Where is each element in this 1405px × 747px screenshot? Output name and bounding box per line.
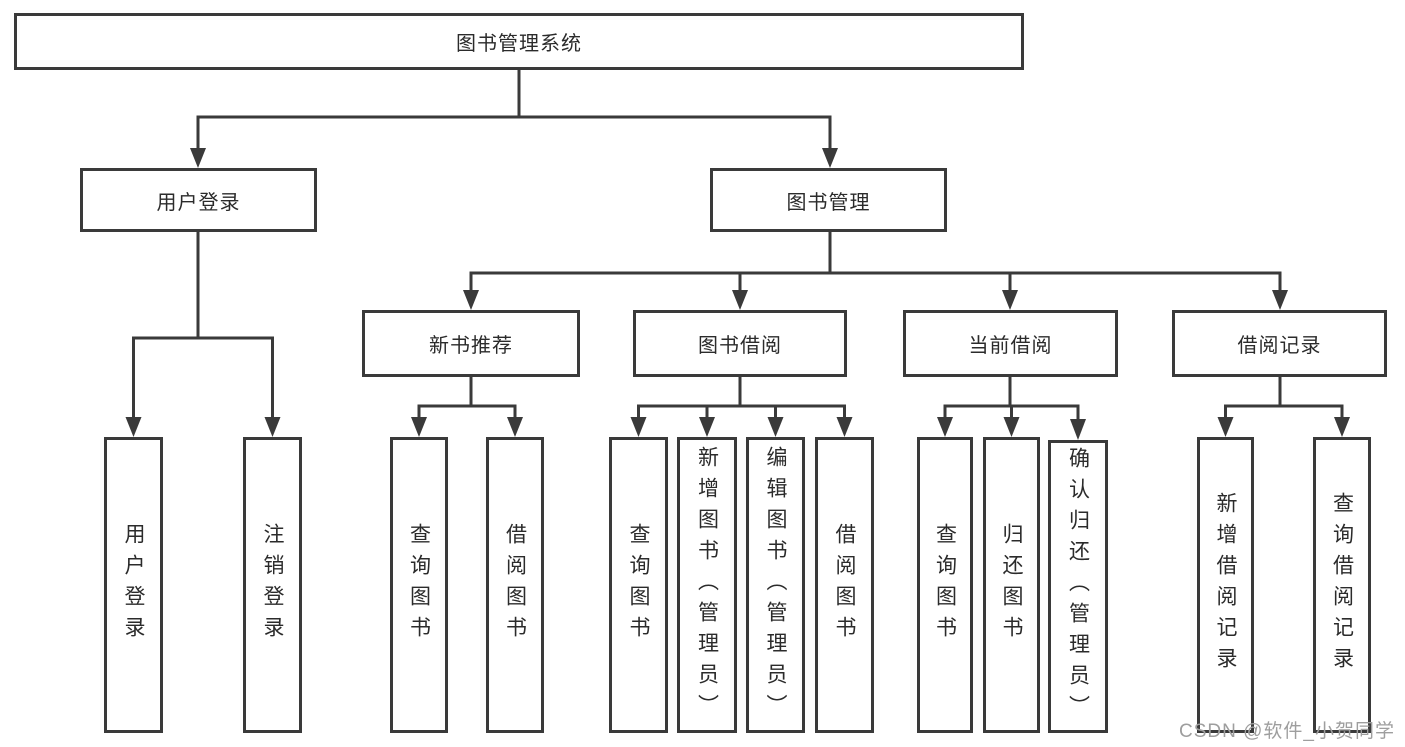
node-label: 用户登录 — [156, 191, 241, 214]
csdn-watermark: CSDN @软件_小贺同学 — [1179, 721, 1395, 742]
node-label: 图书管理 — [786, 191, 871, 214]
leaf-add-borrow-record: 新增借阅记录 — [1197, 437, 1254, 733]
leaf-label: 查询图书 — [627, 523, 650, 647]
node-library-management-system: 图书管理系统 — [14, 13, 1024, 70]
leaf-label: 编辑图书（管理员） — [764, 445, 787, 725]
node-user-login: 用户登录 — [80, 168, 317, 232]
leaf-query-borrow-record: 查询借阅记录 — [1313, 437, 1371, 733]
leaf-label: 新增图书（管理员） — [695, 445, 719, 725]
leaf-add-books-admin: 新增图书（管理员） — [677, 437, 737, 733]
node-current-borrowing: 当前借阅 — [903, 310, 1118, 377]
node-book-management: 图书管理 — [710, 168, 947, 232]
node-label: 当前借阅 — [968, 335, 1053, 357]
leaf-query-books-recommend: 查询图书 — [390, 437, 448, 733]
leaf-logout: 注销登录 — [243, 437, 302, 733]
leaf-query-books-current: 查询图书 — [917, 437, 973, 733]
node-label: 图书借阅 — [698, 335, 782, 357]
leaf-label: 借阅图书 — [833, 523, 856, 647]
leaf-user-login: 用户登录 — [104, 437, 163, 733]
node-label: 借阅记录 — [1237, 335, 1322, 357]
leaf-label: 归还图书 — [1000, 523, 1023, 647]
node-book-borrowing: 图书借阅 — [633, 310, 847, 377]
leaf-label: 借阅图书 — [503, 523, 527, 647]
node-label: 图书管理系统 — [456, 33, 582, 55]
leaf-label: 新增借阅记录 — [1214, 492, 1237, 678]
leaf-label: 查询图书 — [933, 523, 957, 647]
leaf-label: 查询借阅记录 — [1330, 492, 1354, 678]
leaf-label: 注销登录 — [261, 523, 284, 647]
leaf-borrow-books-recommend: 借阅图书 — [486, 437, 544, 733]
node-borrowing-records: 借阅记录 — [1172, 310, 1387, 377]
leaf-edit-books-admin: 编辑图书（管理员） — [746, 437, 805, 733]
leaf-label: 确认归还（管理员） — [1066, 447, 1090, 726]
leaf-return-books: 归还图书 — [983, 437, 1040, 733]
node-new-book-recommendation: 新书推荐 — [362, 310, 580, 377]
leaf-query-books-borrow: 查询图书 — [609, 437, 668, 733]
leaf-label: 用户登录 — [122, 523, 145, 647]
leaf-confirm-return-admin: 确认归还（管理员） — [1048, 440, 1108, 733]
leaf-label: 查询图书 — [407, 523, 431, 647]
leaf-borrow-books: 借阅图书 — [815, 437, 874, 733]
node-label: 新书推荐 — [429, 335, 513, 357]
